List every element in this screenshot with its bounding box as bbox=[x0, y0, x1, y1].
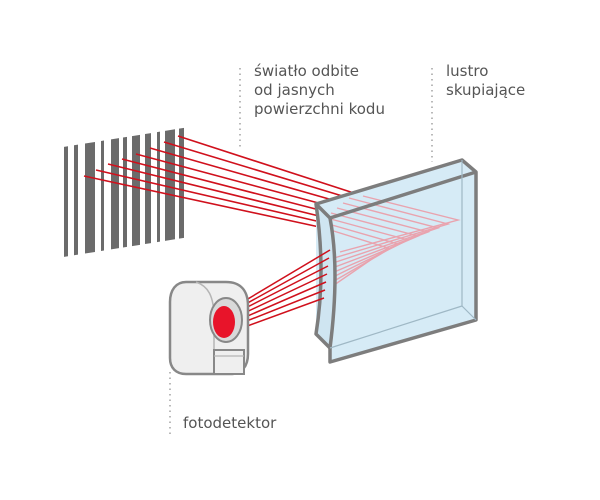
reflected-light-label-line-3: powierzchni kodu bbox=[254, 100, 385, 118]
photodetector-label-text: fotodetektor bbox=[183, 414, 277, 432]
photodetector bbox=[168, 280, 250, 376]
internal-reflection bbox=[320, 195, 461, 295]
reflected-light-beams bbox=[83, 135, 364, 229]
mirror-label: lustro skupiające bbox=[446, 62, 525, 100]
reflected-light-label-line-1: światło odbite bbox=[254, 62, 360, 80]
barcode bbox=[64, 127, 184, 257]
photodetector-base bbox=[213, 349, 245, 375]
photodetector-sensor bbox=[213, 306, 235, 338]
reflected-light-label: światło odbite od jasnych powierzchni ko… bbox=[254, 62, 385, 119]
focusing-mirror bbox=[314, 158, 478, 364]
photodetector-label: fotodetektor bbox=[183, 414, 276, 433]
mirror-label-line-1: lustro bbox=[446, 62, 489, 80]
reflected-light-label-line-2: od jasnych bbox=[254, 81, 335, 99]
mirror-label-line-2: skupiające bbox=[446, 81, 526, 99]
